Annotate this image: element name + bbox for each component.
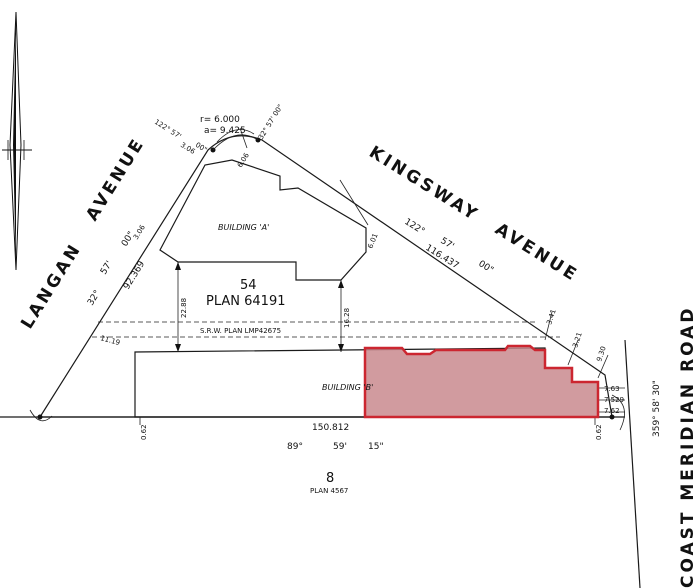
west-dist: 92.369 (122, 259, 147, 291)
east-dim-2: 3.21 (571, 331, 583, 348)
east-dim-5: 7.529 (604, 396, 624, 404)
lot-depth-left: 22.88 (180, 298, 188, 318)
kingsway-dist: 116.437 (423, 243, 460, 271)
lot-boundary (38, 135, 613, 418)
south-bearing-deg: 89° (287, 442, 303, 452)
lot-plan: PLAN 64191 (206, 294, 286, 309)
bldg-a-setback: 6.01 (366, 232, 379, 249)
south-lot-number: 8 (326, 471, 334, 486)
east-dim-1: 3.41 (545, 308, 557, 325)
south-left-dim: 0.62 (140, 424, 148, 440)
langan-label: LANGAN (17, 239, 86, 332)
building-a-label: BUILDING 'A' (218, 223, 269, 232)
south-dist: 150.812 (312, 423, 349, 433)
dimension-leaders (29, 179, 625, 431)
corner-left-bearing: 122° 57' (153, 118, 183, 141)
langan-avenue-label: AVENUE (82, 134, 149, 225)
east-bearing: 359° 58' 30" (652, 380, 662, 437)
sw-corner-marker (37, 414, 43, 420)
corner-left-dist: 3.06 (179, 141, 197, 156)
west-offset: 3.06 (132, 223, 147, 241)
corner-right-dist: 6.06 (236, 151, 251, 169)
east-dim-4: 7.63 (604, 385, 620, 393)
kingsway-bearing-min: 57' (438, 236, 455, 252)
coast-meridian-label: COAST MERIDIAN ROAD (678, 306, 696, 588)
west-bearing-min: 57' (99, 259, 115, 276)
building-b-highlight[interactable] (363, 344, 600, 419)
kingsway-label: KINGSWAY (365, 142, 482, 226)
corner-curve-detail (210, 127, 261, 153)
south-lot-plan: PLAN 4567 (310, 487, 348, 495)
kingsway-bearing-deg: 122° (402, 217, 426, 237)
srw-offset: 11.19 (99, 334, 120, 347)
curve-radius: r= 6.000 (200, 115, 240, 125)
lot-number: 54 (240, 278, 257, 293)
se-corner-marker (609, 414, 615, 420)
lot-depth-mid: 16.28 (343, 308, 351, 328)
north-arrow-icon (2, 11, 32, 271)
kingsway-avenue-label: AVENUE (491, 219, 582, 286)
kingsway-bearing-sec: 00" (476, 259, 495, 276)
west-bearing-deg: 32° (86, 289, 103, 308)
south-bearing-min: 59' (333, 442, 347, 452)
srw-label: S.R.W. PLAN LMP42675 (200, 327, 281, 335)
south-right-dim: 0.62 (595, 424, 603, 440)
curve-arc: a= 9.425 (204, 126, 246, 136)
building-b-label: BUILDING 'B' (322, 383, 373, 392)
south-bearing-sec: 15" (368, 442, 384, 452)
corner-right-bearing: 32° 57' 00" (257, 103, 285, 141)
coast-meridian-line (624, 339, 641, 588)
east-dim-6: 7.62 (604, 407, 620, 415)
